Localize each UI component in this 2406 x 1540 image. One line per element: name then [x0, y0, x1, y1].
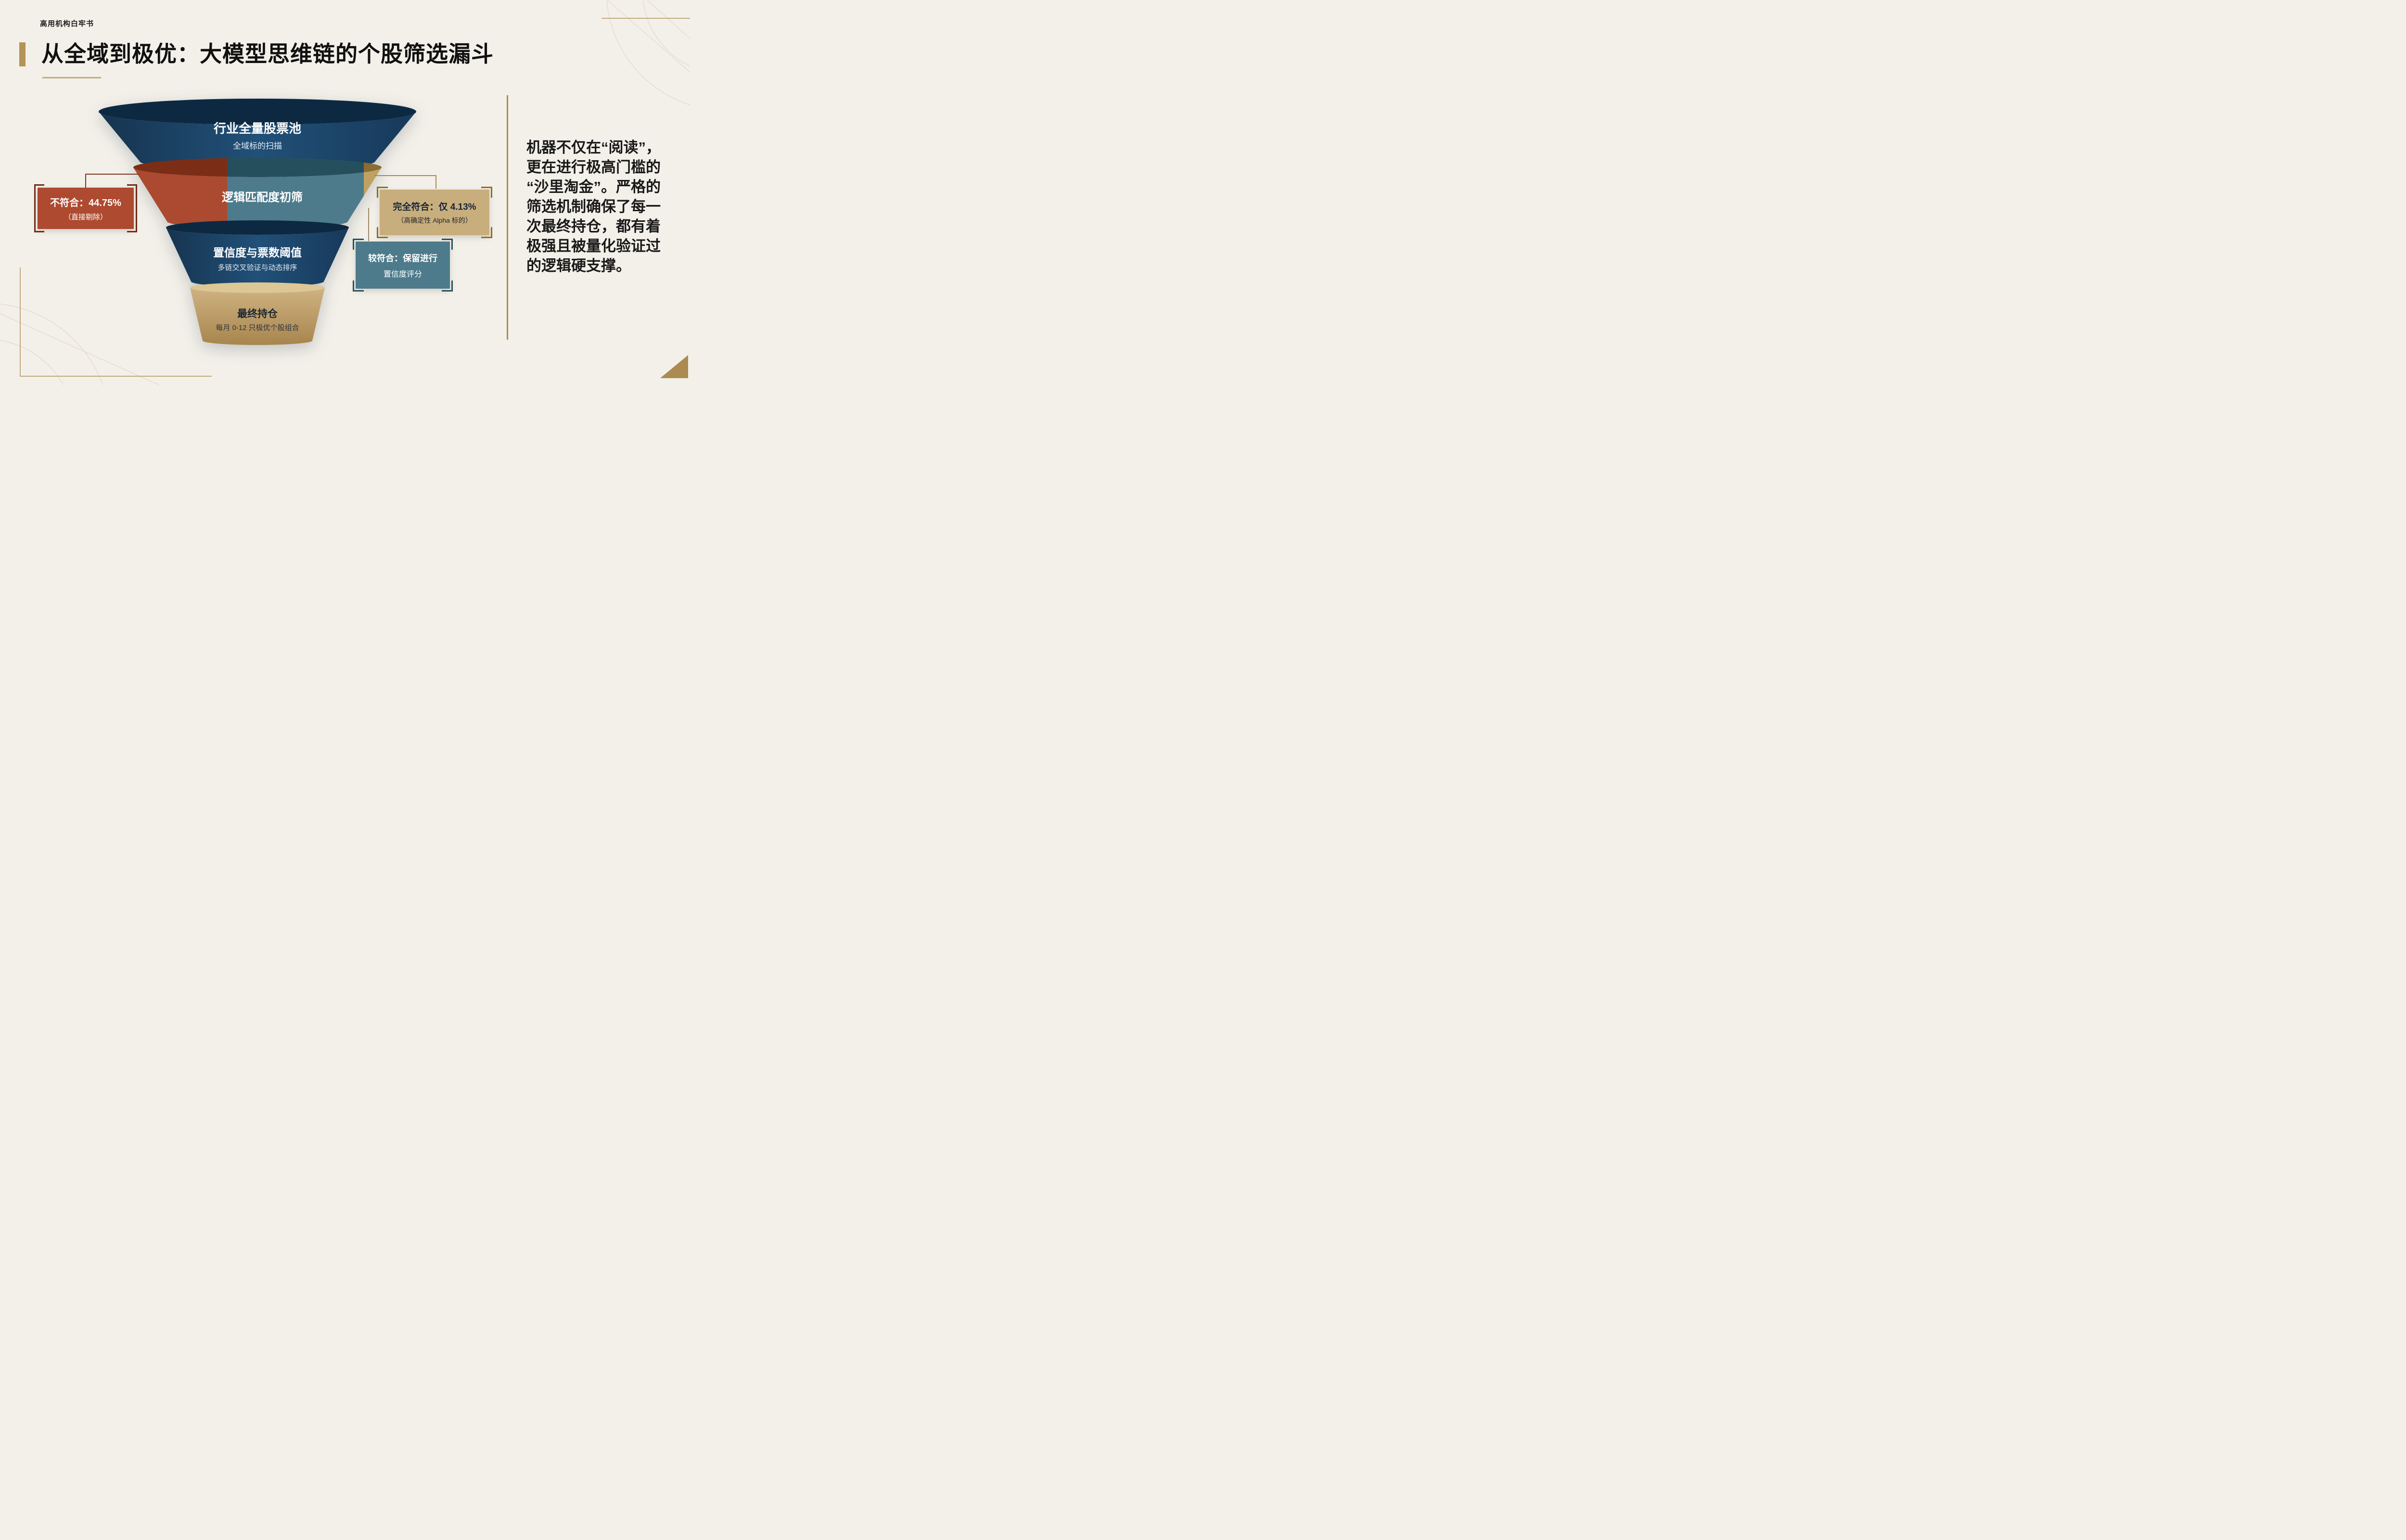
funnel-layer-title: 行业全量股票池: [213, 121, 301, 136]
funnel-layer-4-label: 最终持仓 每月 0-12 只极优个股组合: [161, 306, 354, 332]
callout-full-match: 完全符合：仅 4.13% （高确定性 Alpha 标的）: [377, 187, 492, 238]
bracket-corner: [377, 227, 388, 238]
callout-partial-match-note: 置信度评分: [383, 270, 422, 279]
frame-line-top-right: [602, 18, 690, 19]
eyebrow-text: 高用机构白牢书: [40, 20, 94, 28]
bracket-corner: [377, 187, 388, 198]
callout-partial-match-value: 较符合：保留进行: [368, 253, 437, 263]
bracket-corner: [442, 239, 453, 250]
funnel-layer-title: 最终持仓: [237, 308, 278, 319]
bracket-corner: [353, 239, 364, 250]
bracket-corner: [353, 280, 364, 292]
bracket-left: [34, 184, 44, 232]
frame-line-bottom-left: [20, 267, 212, 377]
corner-triangle: [660, 355, 688, 378]
vertical-divider: [507, 95, 508, 340]
callout-partial-match: 较符合：保留进行 置信度评分: [353, 239, 453, 292]
background-decoration: [0, 0, 690, 385]
callout-full-match-note: （高确定性 Alpha 标的）: [397, 216, 472, 224]
funnel-layer-2-rim: [133, 158, 382, 177]
funnel-layer-4-body: [190, 288, 325, 345]
callout-full-match-value: 完全符合：仅 4.13%: [393, 202, 476, 212]
funnel-layer-3-label: 置信度与票数阈值 多链交叉验证与动态排序: [161, 243, 354, 272]
page-title: 从全域到极优：大模型思维链的个股筛选漏斗: [41, 41, 494, 66]
aside-text: 机器不仅在“阅读”， 更在进行极高门槛的 “沙里淘金”。严格的 筛选机制确保了每…: [526, 139, 661, 274]
funnel-layer-subtitle: 每月 0-12 只极优个股组合: [216, 324, 299, 332]
bracket-corner: [481, 187, 492, 198]
bracket-right: [127, 184, 137, 232]
compass-arcs-top-right: [606, 0, 690, 105]
funnel-layer-title: 置信度与票数阈值: [213, 246, 302, 259]
callout-reject-value: 不符合：44.75%: [50, 198, 121, 208]
funnel-layer-3-rim: [166, 220, 349, 235]
funnel-layer-1-body: [99, 112, 416, 170]
funnel-layer-1-label: 行业全量股票池 全域标的扫描: [161, 119, 354, 151]
funnel-layer-3-body: [166, 228, 349, 287]
funnel-layer-2-label: 逻辑匹配度初筛: [166, 188, 358, 204]
funnel-graphic: [99, 99, 416, 345]
funnel-layer-4-rim: [190, 282, 325, 293]
funnel-layer-subtitle: 全域标的扫描: [233, 141, 282, 151]
title-accent-bar: [19, 42, 26, 66]
callout-reject-note: （直接剔除）: [64, 213, 107, 221]
slide-canvas: 高用机构白牢书 从全域到极优：大模型思维链的个股筛选漏斗: [0, 0, 690, 385]
compass-arcs-bottom-left: [0, 304, 159, 385]
title-underline: [42, 77, 101, 78]
funnel-layer-title: 逻辑匹配度初筛: [222, 191, 303, 204]
callout-reject: 不符合：44.75% （直接剔除）: [34, 184, 137, 232]
bracket-corner: [442, 280, 453, 292]
bracket-corner: [481, 227, 492, 238]
funnel-layer-subtitle: 多链交叉验证与动态排序: [218, 264, 297, 272]
funnel-layer-1-rim: [99, 99, 416, 125]
